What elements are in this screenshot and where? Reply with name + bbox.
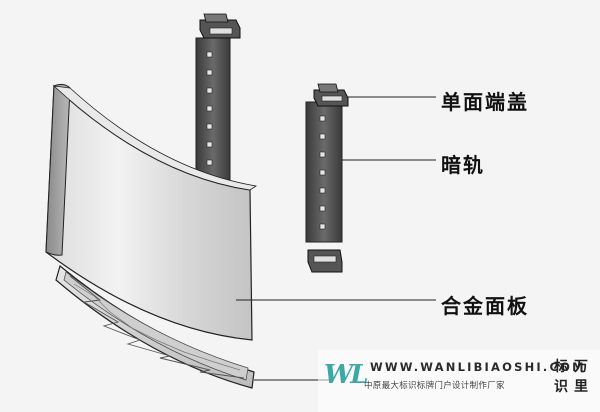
watermark-tagline: 中原最大标识标牌门户设计制作厂家 (364, 381, 505, 391)
watermark-brand-line1: 标万 (554, 359, 594, 375)
label-hidden-rail: 暗轨 (441, 153, 485, 177)
rail-exploded (305, 101, 343, 243)
watermark: WL WWW.WANLIBIAOSHI.COM 中原最大标识标牌门户设计制作厂家… (318, 350, 600, 412)
end-cap-bottom (307, 249, 343, 273)
alloy-panel (45, 83, 258, 341)
cap-behind-panel (199, 13, 241, 39)
label-end-cap: 单面端盖 (441, 90, 529, 114)
label-alloy-panel: 合金面板 (441, 294, 529, 318)
end-cap-top (313, 83, 349, 107)
leader-lines (236, 96, 436, 381)
watermark-logo: WL (324, 360, 368, 390)
decorative-base (55, 264, 255, 389)
watermark-brand-line2: 识里 (554, 379, 594, 395)
watermark-url: WWW.WANLIBIAOSHI.COM (370, 360, 586, 374)
